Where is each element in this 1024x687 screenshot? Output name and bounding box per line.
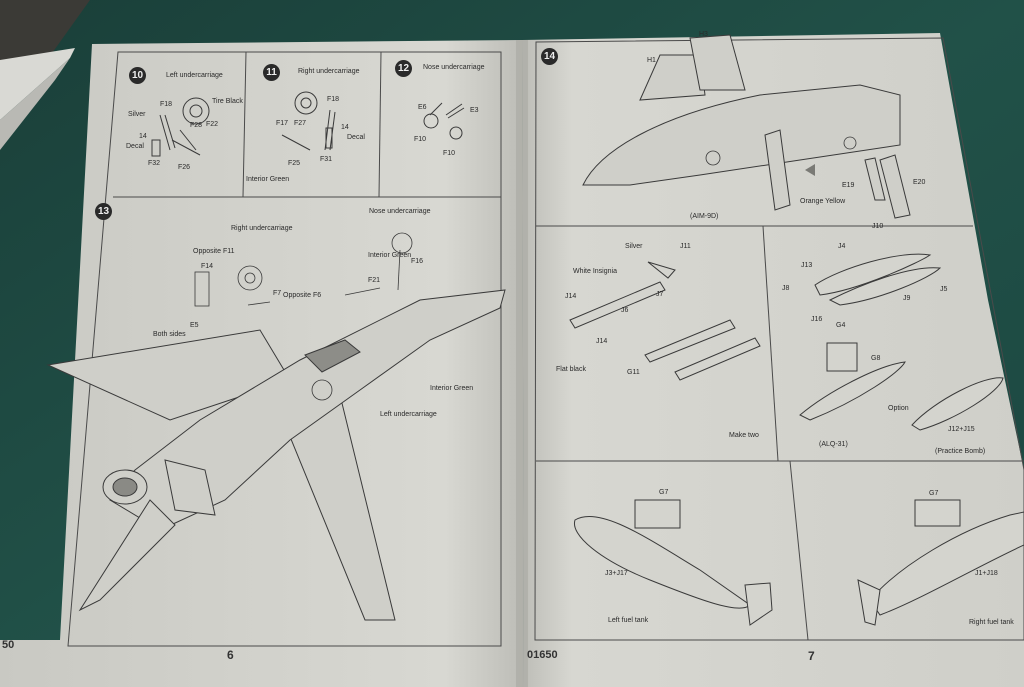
right-page-number: 7 [808,649,815,663]
label-e20: E20 [913,179,926,186]
label-practice-bomb: (Practice Bomb) [935,448,986,455]
label-e3: E3 [470,107,479,114]
label-f28: F28 [190,122,203,129]
label-14b: 14 [341,124,349,131]
label-f14: F14 [201,263,214,270]
label-left-undercarriage: Left undercarriage [380,411,437,418]
label-j7: J7 [656,291,664,298]
label-f7: F7 [273,290,282,297]
left-tank-title: Left fuel tank [608,617,649,624]
label-interior-green: Interior Green [246,176,290,183]
label-option: Option [888,405,909,412]
label-f17: F17 [276,120,289,127]
label-orange-yellow: Orange Yellow [800,198,846,205]
label-white-insignia: White Insignia [573,268,617,275]
label-j5: J5 [940,286,948,293]
step-11-badge: 11 [263,64,280,81]
label-j14a: J14 [565,293,577,300]
label-f27: F27 [294,120,307,127]
left-tank-part: G7 [659,489,669,496]
label-g8: G8 [871,355,881,362]
label-interior-green-b: Interior Green [430,385,474,392]
label-f31: F31 [320,156,333,163]
label-j14b: J14 [596,338,608,345]
label-h3: H3 [699,31,708,38]
step-14-badge: 14 [541,48,558,65]
label-g11: G11 [627,369,640,376]
step-12-title: Nose undercarriage [423,64,485,71]
label-nose-undercarriage: Nose undercarriage [369,208,431,215]
label-e19: E19 [842,182,855,189]
label-silver-b: Silver [625,243,643,250]
right-tank-parts: J1+J18 [975,570,998,577]
step-10-badge: 10 [129,67,146,84]
label-opposite-f6: Opposite F6 [283,292,322,299]
label-j4: J4 [838,243,846,250]
label-e5: E5 [190,322,199,329]
label-j16: J16 [811,316,823,323]
label-interior-green-a: Interior Green [368,252,412,259]
label-h1: H1 [647,57,656,64]
step-10-title: Left undercarriage [166,72,223,79]
label-j12-j15: J12+J15 [948,426,975,433]
label-j9: J9 [903,295,911,302]
label-f25: F25 [288,160,301,167]
label-e6: E6 [418,104,427,111]
label-both-sides: Both sides [153,331,186,338]
label-f10b: F10 [443,150,456,157]
label-f32: F32 [148,160,161,167]
alq-31-title: (ALQ-31) [819,441,848,448]
left-page-number: 6 [227,648,234,662]
left-corner-number: 50 [2,639,15,651]
left-tank-parts: J3+J17 [605,570,628,577]
label-f18: F18 [160,101,173,108]
label-decal: Decal [126,143,144,150]
label-j6: J6 [621,307,629,314]
label-g4: G4 [836,322,846,329]
label-tire-black: Tire Black [212,98,243,105]
label-f18b: F18 [327,96,340,103]
label-flat-black: Flat black [556,366,586,373]
label-14: 14 [139,133,147,140]
right-tank-part: G7 [929,490,939,497]
label-right-undercarriage: Right undercarriage [231,225,293,232]
label-j10: J10 [872,223,884,230]
aim-9d-title: (AIM-9D) [690,213,719,220]
label-f16: F16 [411,258,424,265]
label-f21: F21 [368,277,381,284]
step-13-badge: 13 [95,203,112,220]
label-decal-b: Decal [347,134,365,141]
label-silver: Silver [128,111,146,118]
right-tank-title: Right fuel tank [969,619,1014,626]
label-j8: J8 [782,285,790,292]
right-page-code: 01650 [527,649,558,661]
step-11-title: Right undercarriage [298,68,360,75]
label-f22: F22 [206,121,219,128]
label-f26: F26 [178,164,191,171]
label-j13: J13 [801,262,813,269]
label-j11: J11 [680,243,691,250]
label-f10a: F10 [414,136,427,143]
step-12-badge: 12 [395,60,412,77]
label-make-two: Make two [729,432,759,439]
label-opposite-f11: Opposite F11 [193,248,235,255]
